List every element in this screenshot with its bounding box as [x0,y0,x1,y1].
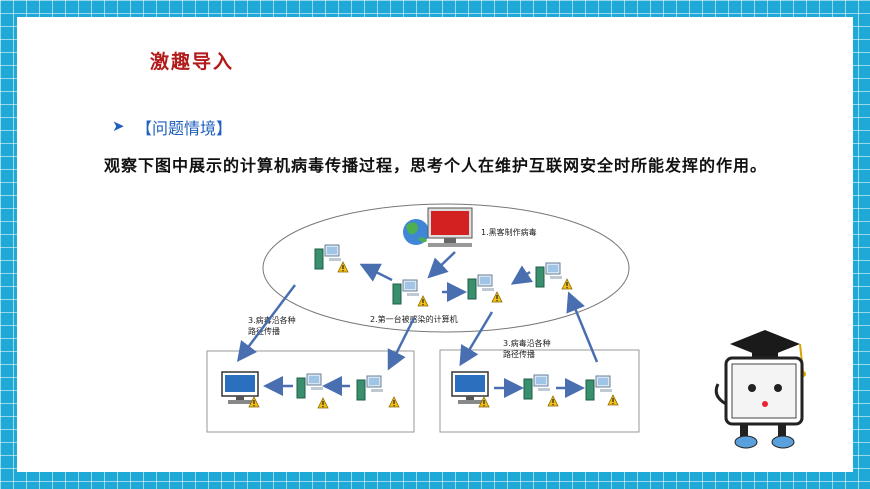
right-box-monitor-icon [451,371,490,408]
pc-center-icon [467,274,503,303]
globe-icon [403,219,429,245]
label-spread-right-1: 3.病毒沿各种 [503,338,551,348]
hacker-monitor-icon [427,207,473,247]
label-spread-left-1: 3.病毒沿各种 [248,315,296,325]
body-text: 观察下图中展示的计算机病毒传播过程，思考个人在维护互联网安全时所能发挥的作用。 [104,156,768,175]
section-heading: 【问题情境】 [136,119,233,138]
left-box-pc-1-icon [296,373,329,409]
mascot-icon [714,330,806,449]
left-network-box [206,350,415,433]
label-spread-left-2: 路径传播 [248,326,280,336]
label-hacker: 1.黑客制作病毒 [481,227,537,237]
pc-left-top-icon [314,244,349,273]
right-box-pc-2-icon [585,375,619,406]
spread-arrows [236,251,599,371]
right-network-box [439,349,640,433]
slide-title: 激趣导入 [150,51,235,73]
pc-first-infected-icon [392,279,429,307]
left-box-pc-2-icon [356,375,400,408]
network-ellipse [262,203,630,333]
label-spread-right-2: 路径传播 [503,349,535,359]
pc-right-icon [535,262,573,290]
left-box-monitor-icon [221,371,260,408]
right-box-pc-1-icon [523,374,559,407]
bullet-arrow-icon: ➤ [112,117,125,135]
